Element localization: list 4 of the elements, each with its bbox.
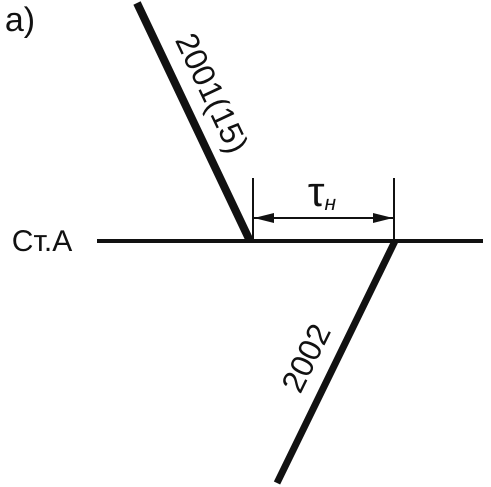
panel-letter: а) <box>4 3 36 37</box>
station-name: Ст.А <box>12 227 72 257</box>
interval-symbol: τ$_{н}$ <box>308 171 336 213</box>
train-number: 2002 <box>276 319 336 397</box>
